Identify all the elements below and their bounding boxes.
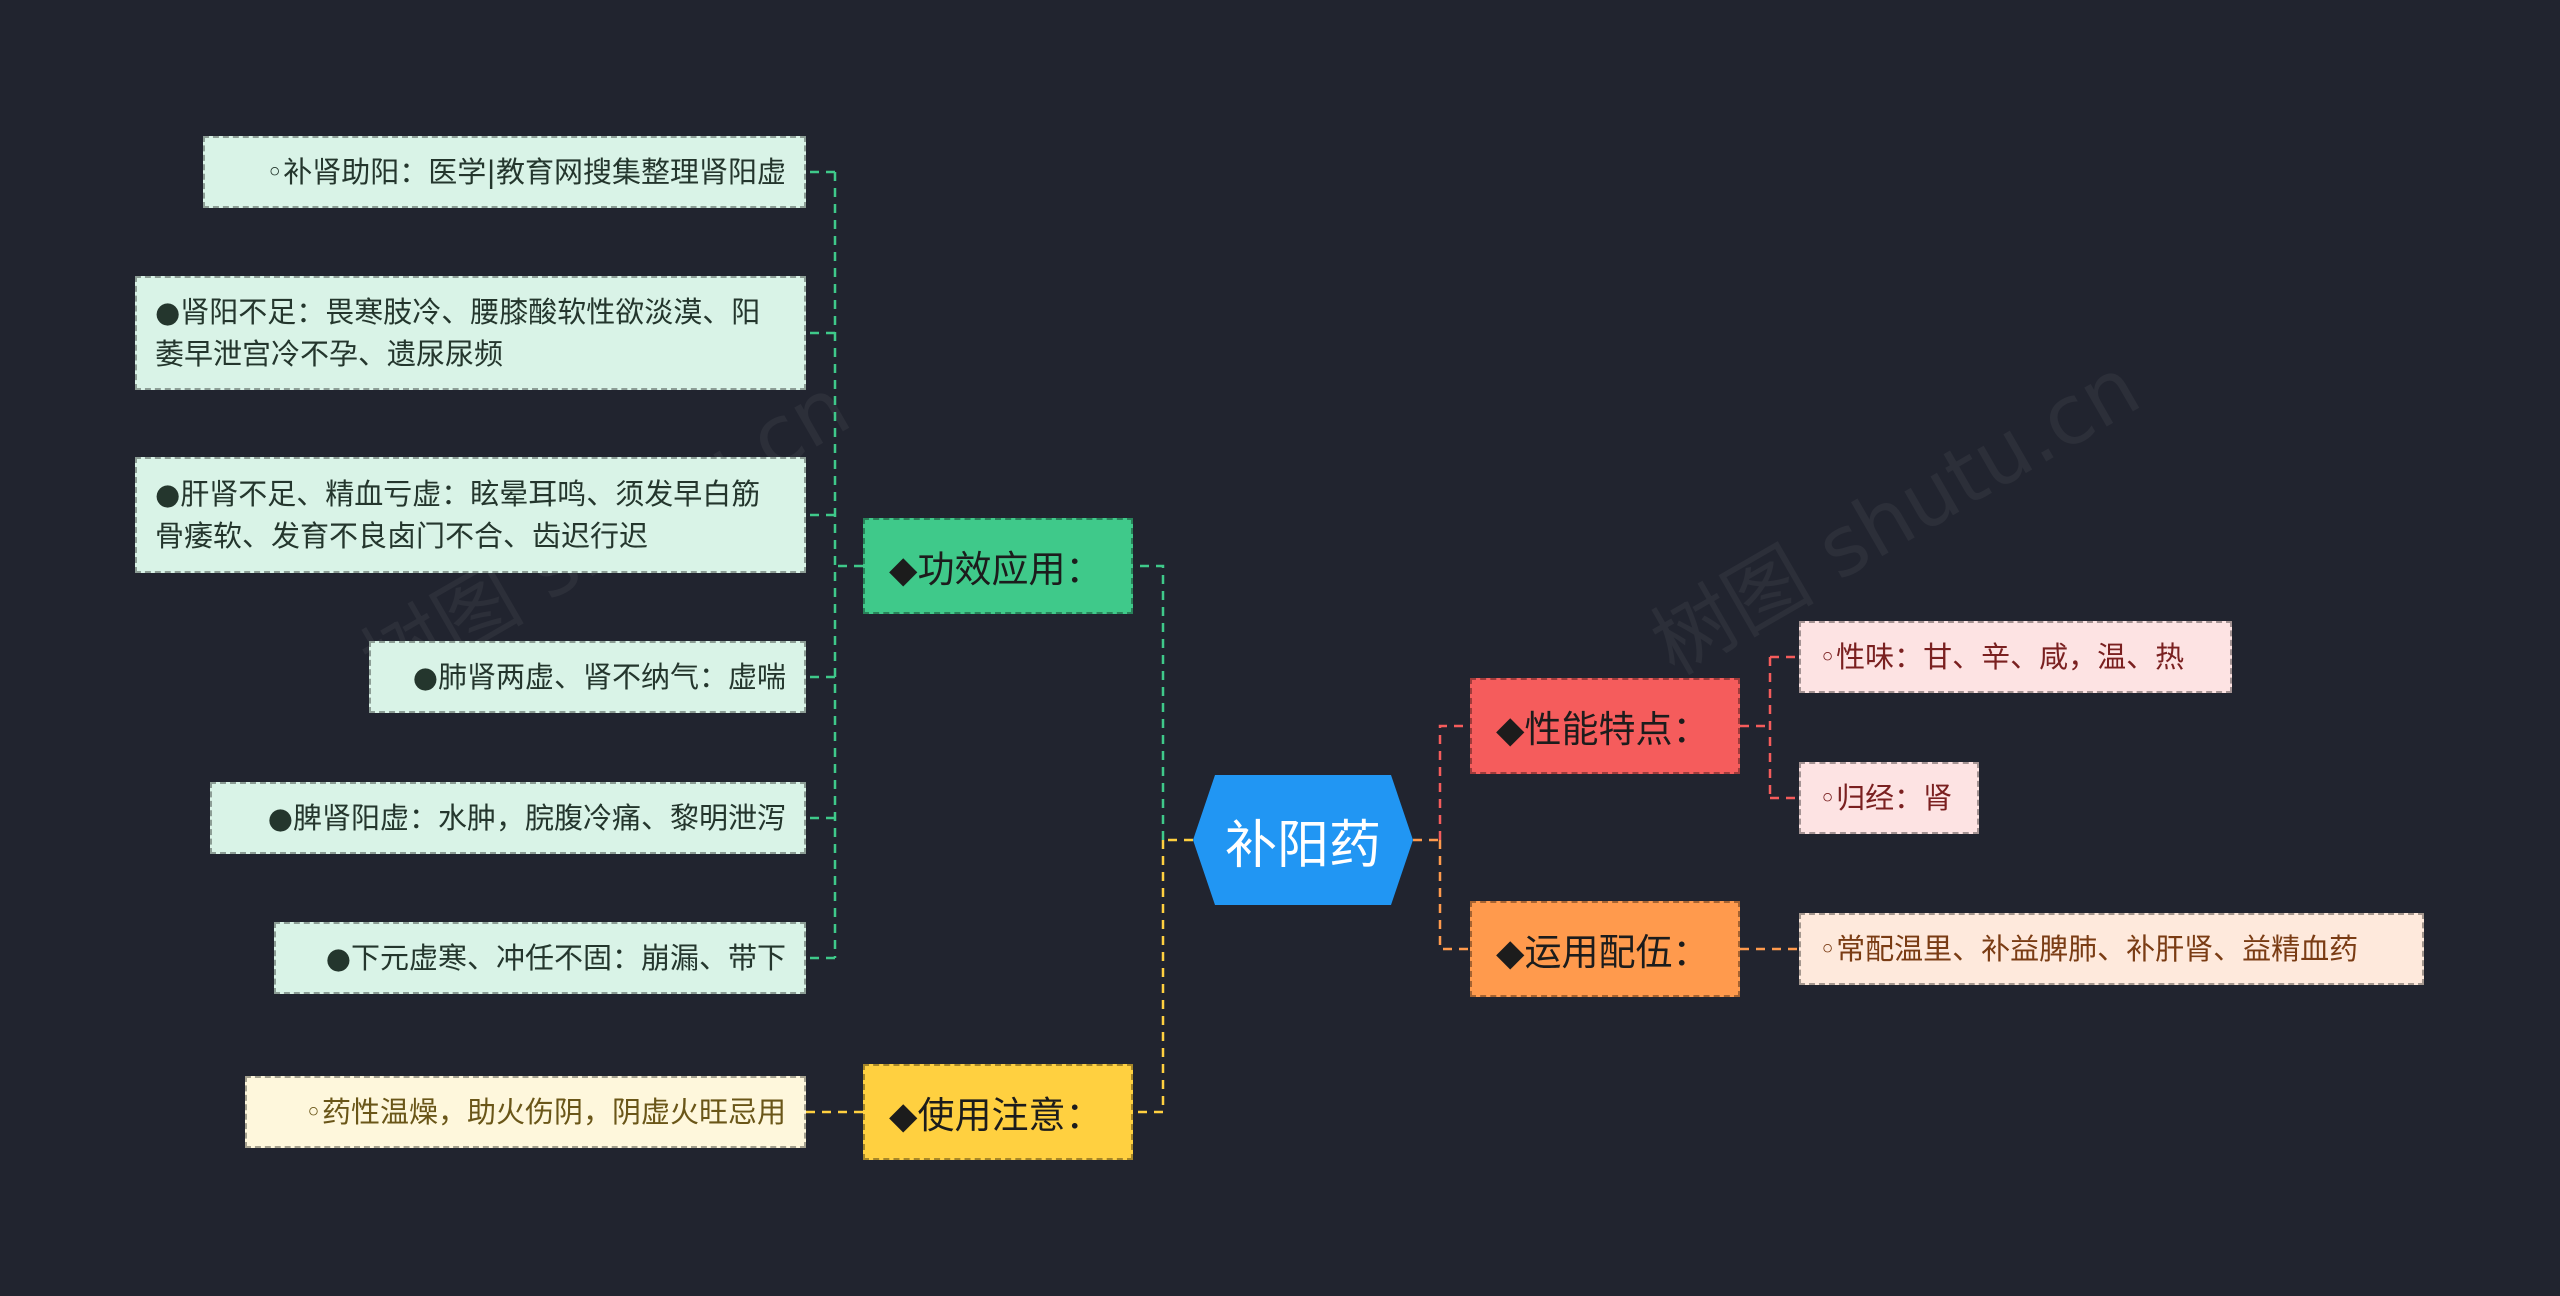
efficacy-leaf-4[interactable]: ●肺肾两虚、肾不纳气：虚喘 (369, 641, 806, 713)
link-trunk-caution (1133, 840, 1165, 1114)
link-trunk-properties (1438, 724, 1470, 840)
properties-leaf-2[interactable]: ◦归经：肾 (1799, 762, 1979, 834)
properties-leaf-1[interactable]: ◦性味：甘、辛、咸，温、热 (1799, 621, 2232, 693)
center-topic[interactable]: 补阳药 (1193, 775, 1413, 905)
efficacy-leaf-5[interactable]: ●脾肾阳虚：水肿，脘腹冷痛、黎明泄泻 (210, 782, 806, 854)
link-trunk-combination (1438, 840, 1470, 951)
efficacy-branch[interactable]: ◆功效应用： (863, 518, 1133, 614)
caution-leaf-1[interactable]: ◦药性温燥，助火伤阴，阴虚火旺忌用 (245, 1076, 806, 1148)
efficacy-leaf-6[interactable]: ●下元虚寒、冲任不固：崩漏、带下 (274, 922, 806, 994)
link-trunk-efficacy (1133, 564, 1165, 840)
combination-branch[interactable]: ◆运用配伍： (1470, 901, 1740, 997)
efficacy-leaf-2[interactable]: ●肾阳不足：畏寒肢冷、腰膝酸软性欲淡漠、阳萎早泄宫冷不孕、遗尿尿频 (135, 276, 806, 390)
combination-leaf-1[interactable]: ◦常配温里、补益脾肺、补肝肾、益精血药 (1799, 913, 2424, 985)
efficacy-leaf-3[interactable]: ●肝肾不足、精血亏虚：眩晕耳鸣、须发早白筋骨痿软、发育不良卤门不合、齿迟行迟 (135, 457, 806, 573)
properties-branch[interactable]: ◆性能特点： (1470, 678, 1740, 774)
caution-branch[interactable]: ◆使用注意： (863, 1064, 1133, 1160)
center-label: 补阳药 (1224, 815, 1381, 876)
efficacy-leaf-1[interactable]: ◦补肾助阳：医学|教育网搜集整理肾阳虚 (203, 136, 806, 208)
hexagon-shape (1193, 775, 1413, 905)
